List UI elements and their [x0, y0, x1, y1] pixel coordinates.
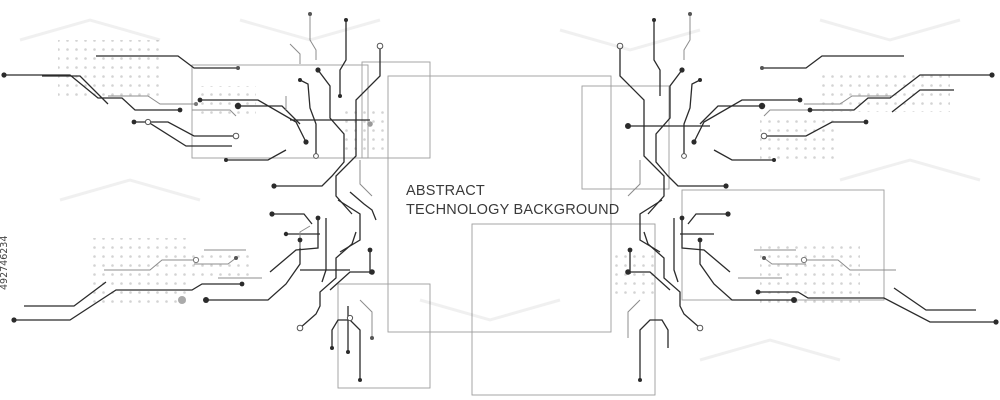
left-circuit-traces	[4, 20, 381, 380]
right-light-traces	[627, 14, 896, 338]
right-circuit-traces	[619, 20, 996, 380]
frames	[191, 61, 885, 396]
right-nodes	[616, 12, 999, 382]
dot-patches	[58, 40, 950, 308]
headline-line-2: TECHNOLOGY BACKGROUND	[406, 202, 620, 218]
headline-line-1: ABSTRACT	[406, 183, 485, 199]
left-nodes	[1, 12, 384, 382]
left-light-traces	[104, 14, 373, 338]
headline: ABSTRACT TECHNOLOGY BACKGROUND	[406, 182, 619, 220]
stock-id-label: 492746234	[0, 235, 10, 290]
